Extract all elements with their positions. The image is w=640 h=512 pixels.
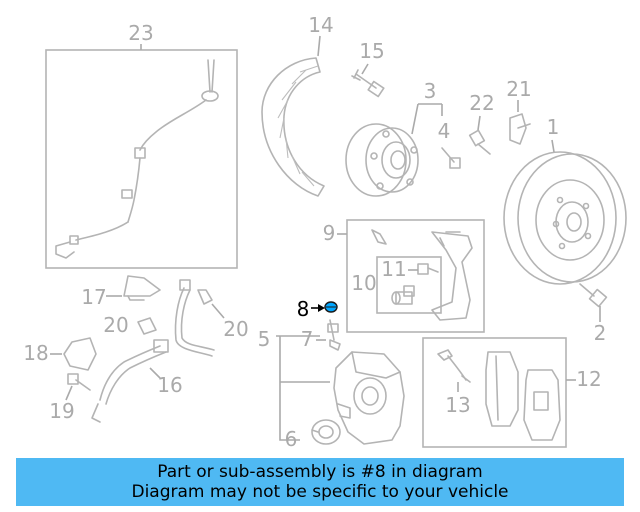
part-18-bracket <box>63 337 97 371</box>
part-5-brake-caliper <box>333 351 405 445</box>
callout-23: 23 <box>128 21 153 45</box>
banner-line-disclaimer: Diagram may not be specific to your vehi… <box>131 482 509 502</box>
callout-15: 15 <box>359 39 384 63</box>
part-15-bolt <box>351 69 385 98</box>
callout-20-left: 20 <box>103 313 128 337</box>
part-21-abs-sensor <box>509 113 531 145</box>
callout-4: 4 <box>438 119 451 143</box>
part-9-caliper-carrier <box>346 219 485 333</box>
part-22-bolt <box>468 129 491 155</box>
callout-13: 13 <box>445 393 470 417</box>
part-17-bracket <box>123 275 161 301</box>
callout-16: 16 <box>157 373 182 397</box>
callout-1: 1 <box>547 115 560 139</box>
callout-5: 5 <box>258 327 271 351</box>
part-2-bolt <box>579 283 608 308</box>
part-20-clips <box>137 289 213 335</box>
callout-17: 17 <box>81 285 106 309</box>
part-10-bushings <box>391 285 415 305</box>
callout-10: 10 <box>351 271 376 295</box>
callout-11: 11 <box>381 257 406 281</box>
part-12-brake-pads <box>422 337 567 448</box>
callout-22: 22 <box>469 91 494 115</box>
part-19-bolt <box>67 373 91 391</box>
callout-6: 6 <box>285 427 298 451</box>
callout-21: 21 <box>506 77 531 101</box>
callout-14: 14 <box>308 13 333 37</box>
part-7-bleeder-screw <box>327 319 341 351</box>
part-1-brake-rotor <box>503 151 627 285</box>
part-14-splash-shield <box>261 57 325 197</box>
callout-7: 7 <box>301 327 314 351</box>
part-6-seal-kit <box>311 419 341 445</box>
part-8-bleeder-cap <box>324 301 338 313</box>
part-13-pad-wear-sensor <box>437 349 471 383</box>
callout-3: 3 <box>424 79 437 103</box>
callout-2: 2 <box>594 321 607 345</box>
part-11-guide-bolt <box>417 263 439 275</box>
part-3-wheel-hub <box>345 123 419 197</box>
callout-19: 19 <box>49 399 74 423</box>
callout-9: 9 <box>323 221 336 245</box>
part-4-hub-bolt <box>441 147 461 169</box>
callout-8: 8 <box>297 297 310 321</box>
callout-12: 12 <box>576 367 601 391</box>
callout-20-right: 20 <box>223 317 248 341</box>
part-info-banner: Part or sub-assembly is #8 in diagram Di… <box>16 458 624 506</box>
banner-line-part: Part or sub-assembly is #8 in diagram <box>157 462 483 482</box>
part-16-brake-hose <box>91 279 215 423</box>
part-23-speed-sensor-harness <box>45 49 238 269</box>
callout-18: 18 <box>23 341 48 365</box>
